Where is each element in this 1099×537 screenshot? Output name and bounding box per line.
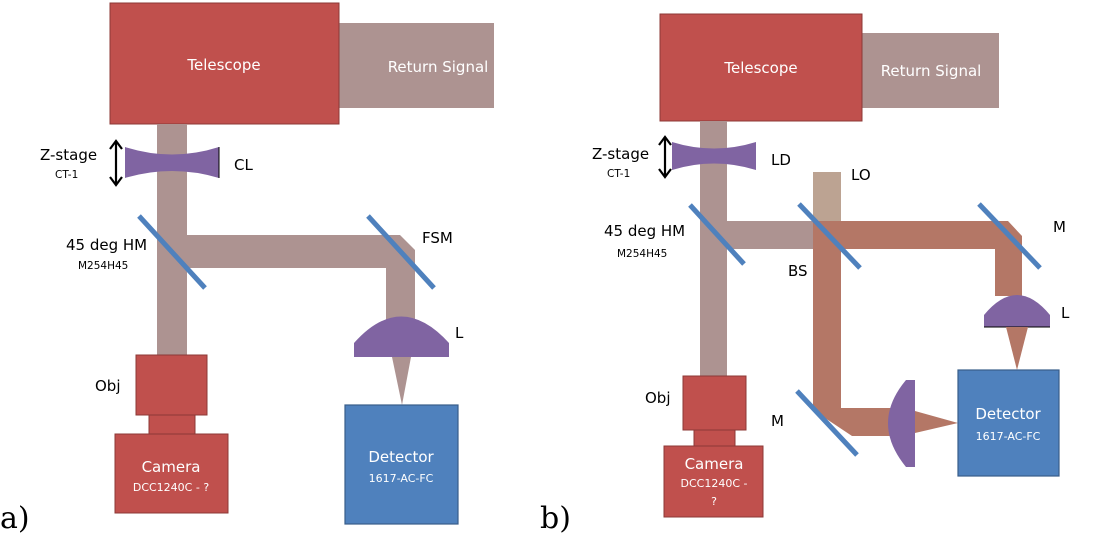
side-lens [888, 380, 915, 467]
z-stage-model: CT-1 [55, 169, 78, 181]
obj-label: Obj [95, 377, 121, 395]
camera-neck [148, 414, 196, 435]
panel-b: Return Signal Telescope LO Z-stage CT-1 … [540, 13, 1070, 536]
telescope-label: Telescope [186, 56, 260, 74]
focusing-lens [354, 316, 449, 357]
camera-model: DCC1240C - [681, 477, 748, 490]
hm-model: M254H45 [78, 260, 128, 272]
diverging-lens [672, 142, 756, 170]
ld-label: LD [771, 151, 791, 169]
panel-b-tag: b) [540, 501, 571, 536]
beam-splitter [797, 202, 862, 270]
lo-beam [813, 172, 841, 222]
camera-model: DCC1240C - ? [133, 481, 209, 494]
lo-label: LO [851, 166, 871, 184]
panel-a-tag: a) [0, 501, 30, 536]
cylindrical-lens [125, 147, 219, 178]
z-stage-model: CT-1 [607, 168, 630, 180]
return-signal-beam [862, 33, 999, 108]
focus-cone [1006, 327, 1028, 370]
horizontal-beam [187, 235, 415, 320]
fsm-label: FSM [422, 229, 453, 247]
camera-label: Camera [685, 455, 744, 473]
l-label: L [1061, 304, 1070, 322]
l-label: L [455, 324, 464, 342]
panel-a: Return Signal Telescope Z-stage CT-1 CL … [0, 2, 494, 536]
obj-label: Obj [645, 389, 671, 407]
objective-box [135, 354, 208, 416]
half-mirror [137, 214, 207, 290]
return-signal-beam [339, 23, 494, 108]
return-signal-label: Return Signal [881, 62, 982, 80]
hm-label: 45 deg HM [604, 222, 685, 240]
telescope-label: Telescope [723, 59, 797, 77]
camera-box [663, 445, 764, 518]
camera-neck [693, 429, 736, 447]
focusing-lens [984, 295, 1050, 327]
objective-box [682, 375, 747, 431]
side-focus-cone [915, 411, 958, 433]
camera-label: Camera [142, 458, 201, 476]
mirror-bottom-label: M [771, 412, 784, 430]
return-signal-label: Return Signal [388, 58, 489, 76]
horizontal-beam [727, 221, 814, 249]
z-stage-arrow-icon [109, 139, 123, 187]
mirror-top [977, 202, 1042, 270]
detector-model: 1617-AC-FC [976, 430, 1041, 443]
mixed-beam-upper [813, 221, 1022, 296]
hm-model: M254H45 [617, 248, 667, 260]
z-stage-label: Z-stage [592, 145, 649, 163]
hm-label: 45 deg HM [66, 236, 147, 254]
camera-box [114, 433, 229, 514]
mixed-beam-lower [813, 221, 900, 436]
half-mirror [688, 203, 746, 266]
cl-label: CL [234, 156, 253, 174]
detector-label: Detector [975, 405, 1041, 423]
focus-cone [392, 357, 411, 405]
camera-model-cont: ? [711, 495, 717, 508]
bs-label: BS [788, 262, 808, 280]
fast-steering-mirror [366, 214, 436, 290]
z-stage-arrow-icon [658, 135, 672, 179]
mirror-bottom [795, 389, 859, 457]
telescope-box [659, 13, 863, 122]
mirror-top-label: M [1053, 218, 1066, 236]
detector-model: 1617-AC-FC [369, 472, 434, 485]
z-stage-label: Z-stage [40, 146, 97, 164]
detector-box [344, 404, 459, 525]
telescope-box [109, 2, 340, 125]
detector-box [957, 369, 1060, 477]
detector-label: Detector [368, 448, 434, 466]
